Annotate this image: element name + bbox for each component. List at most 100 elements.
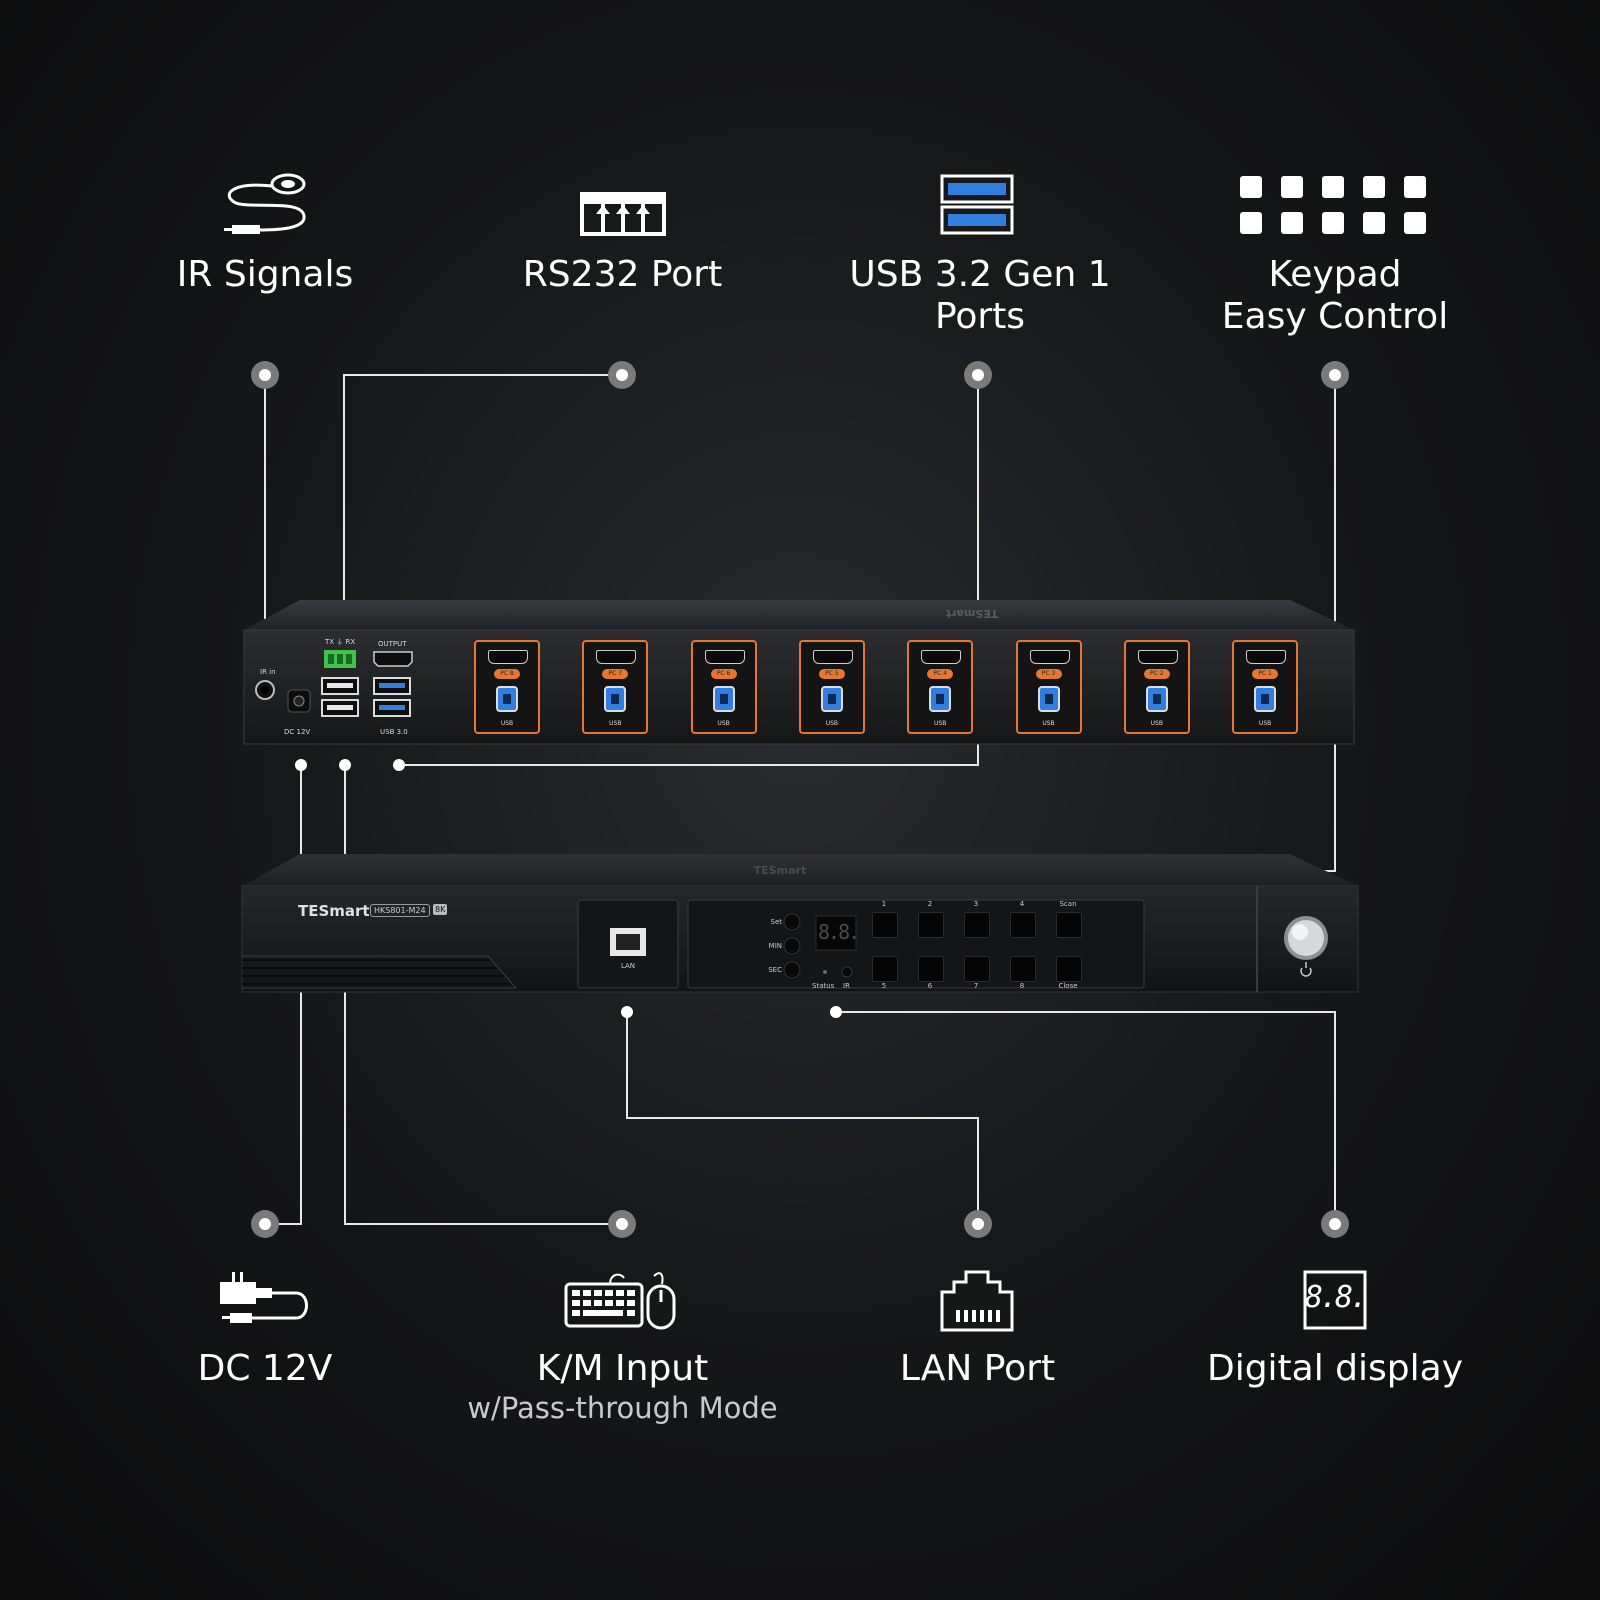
- pc-port-module: PC 6 USB: [690, 640, 757, 734]
- node-rs232: [608, 361, 636, 389]
- hdmi-port[interactable]: [812, 650, 853, 664]
- pc-port-label: PC 2: [1143, 669, 1170, 679]
- keypad-key[interactable]: [918, 912, 944, 938]
- keypad-key-label: 1: [881, 900, 887, 908]
- usb-b-port[interactable]: [496, 686, 518, 712]
- pc-port-label: PC 7: [602, 669, 629, 679]
- keypad-key-label: 4: [1019, 900, 1025, 908]
- pc-port-label: PC 6: [710, 669, 737, 679]
- lan-label: LAN: [620, 962, 636, 970]
- front-panel-device: TESmart TESmart HKS801-M24 8K: [240, 852, 1360, 1002]
- lan-port[interactable]: [610, 928, 646, 956]
- feature-label: K/M Input: [536, 1348, 709, 1389]
- feature-lan-port: LAN Port: [850, 1348, 1105, 1390]
- keypad-key[interactable]: [872, 956, 898, 982]
- usb-b-port[interactable]: [1254, 686, 1277, 712]
- feature-dc-12v: DC 12V: [140, 1348, 390, 1390]
- feature-usb-ports: USB 3.2 Gen 1 Ports: [820, 254, 1140, 338]
- rs232-label: TX ⏚ RX: [324, 638, 355, 646]
- node-ir: [251, 361, 279, 389]
- keypad-key[interactable]: [918, 956, 944, 982]
- usb-b-port-core: [936, 694, 945, 704]
- hdmi-port[interactable]: [1137, 650, 1178, 664]
- feature-sublabel: w/Pass-through Mode: [467, 1391, 778, 1425]
- keypad-key-label: 2: [927, 900, 933, 908]
- keypad-key-label: Scan: [1059, 900, 1077, 908]
- usb-b-port[interactable]: [820, 686, 843, 712]
- node-dc: [251, 1210, 279, 1238]
- usb-port-label: USB: [934, 720, 947, 727]
- power-knob[interactable]: [1284, 916, 1328, 960]
- hdmi-port[interactable]: [488, 650, 528, 664]
- usb-b-port[interactable]: [604, 686, 627, 712]
- node-km: [608, 1210, 636, 1238]
- usb-b-port[interactable]: [1145, 686, 1168, 712]
- keypad-key-label: 5: [881, 982, 887, 990]
- hdmi-port[interactable]: [921, 650, 962, 664]
- pc-port-module: PC 7 USB: [582, 640, 649, 734]
- rear-panel-device: TESmart IR in DC 12V TX ⏚ RX OUTPUT USB …: [240, 598, 1360, 748]
- hdmi-port[interactable]: [596, 650, 637, 664]
- svg-text:TESmart: TESmart: [754, 864, 807, 877]
- rs232-terminal-icon: [580, 192, 666, 236]
- min-button[interactable]: [784, 938, 800, 954]
- keypad-key[interactable]: [964, 956, 990, 982]
- min-label: MIN: [768, 942, 782, 950]
- usb-b-port-core: [503, 694, 511, 704]
- pc-port-label: PC 3: [1035, 669, 1062, 679]
- digital-display-icon-digits: 8.8.: [1304, 1280, 1368, 1315]
- node-keypad: [1321, 361, 1349, 389]
- node-lan: [964, 1210, 992, 1238]
- usb-b-port[interactable]: [929, 686, 952, 712]
- usb-b-port-core: [1261, 694, 1270, 704]
- usb-port-label: USB: [1042, 720, 1055, 727]
- usb-port-label: USB: [717, 720, 730, 727]
- pc-port-module: PC 2 USB: [1123, 640, 1190, 734]
- seven-segment-display: 8.8.: [818, 920, 860, 944]
- pc-port-label: PC 8: [494, 669, 520, 679]
- ethernet-port-icon: [940, 1270, 1014, 1332]
- usb-b-port[interactable]: [712, 686, 735, 712]
- feature-label-line2: Easy Control: [1221, 296, 1449, 337]
- usb-port-label: USB: [609, 720, 622, 727]
- status-label: Status: [812, 982, 835, 990]
- brand-top: TESmart: [946, 607, 999, 620]
- usb-port-label: USB: [1150, 720, 1163, 727]
- usb-b-port-core: [827, 694, 836, 704]
- feature-label-line2: Ports: [934, 296, 1026, 337]
- pc-port-module: PC 5 USB: [798, 640, 865, 734]
- pc-port-label: PC 5: [818, 669, 845, 679]
- keypad-key[interactable]: [1010, 956, 1036, 982]
- keypad-key[interactable]: [872, 912, 898, 938]
- pc-port-module: PC 8 USB: [474, 640, 540, 734]
- keypad-key-label: Close: [1058, 982, 1078, 990]
- usb-port-label: USB: [500, 720, 514, 727]
- brand-logo: TESmart: [298, 902, 370, 920]
- feature-keypad: Keypad Easy Control: [1180, 254, 1490, 338]
- usb-b-port-core: [719, 694, 728, 704]
- hdmi-port[interactable]: [1029, 650, 1070, 664]
- hdmi-port[interactable]: [1246, 650, 1287, 664]
- keypad-key[interactable]: [964, 912, 990, 938]
- feature-ir-signals: IR Signals: [130, 254, 400, 296]
- sec-label: SEC: [768, 966, 782, 974]
- usb-b-port-core: [1044, 694, 1053, 704]
- keypad-key[interactable]: [1056, 912, 1082, 938]
- feature-label: RS232 Port: [522, 254, 723, 295]
- pc-port-module: PC 4 USB: [907, 640, 974, 734]
- ir-in-label: IR in: [260, 668, 276, 676]
- keypad-key[interactable]: [1010, 912, 1036, 938]
- keypad-key[interactable]: [1056, 956, 1082, 982]
- usb-b-port-core: [611, 694, 620, 704]
- sec-button[interactable]: [784, 962, 800, 978]
- keyboard-mouse-icon: [564, 1270, 680, 1332]
- output-label: OUTPUT: [378, 640, 407, 648]
- feature-label: DC 12V: [197, 1348, 333, 1389]
- feature-digital-display: Digital display: [1180, 1348, 1490, 1390]
- keypad-key-label: 3: [973, 900, 979, 908]
- feature-label: Keypad: [1268, 254, 1402, 295]
- set-button[interactable]: [784, 914, 800, 930]
- hdmi-port[interactable]: [704, 650, 745, 664]
- usb-b-port[interactable]: [1037, 686, 1060, 712]
- 8k-badge: 8K: [433, 904, 448, 915]
